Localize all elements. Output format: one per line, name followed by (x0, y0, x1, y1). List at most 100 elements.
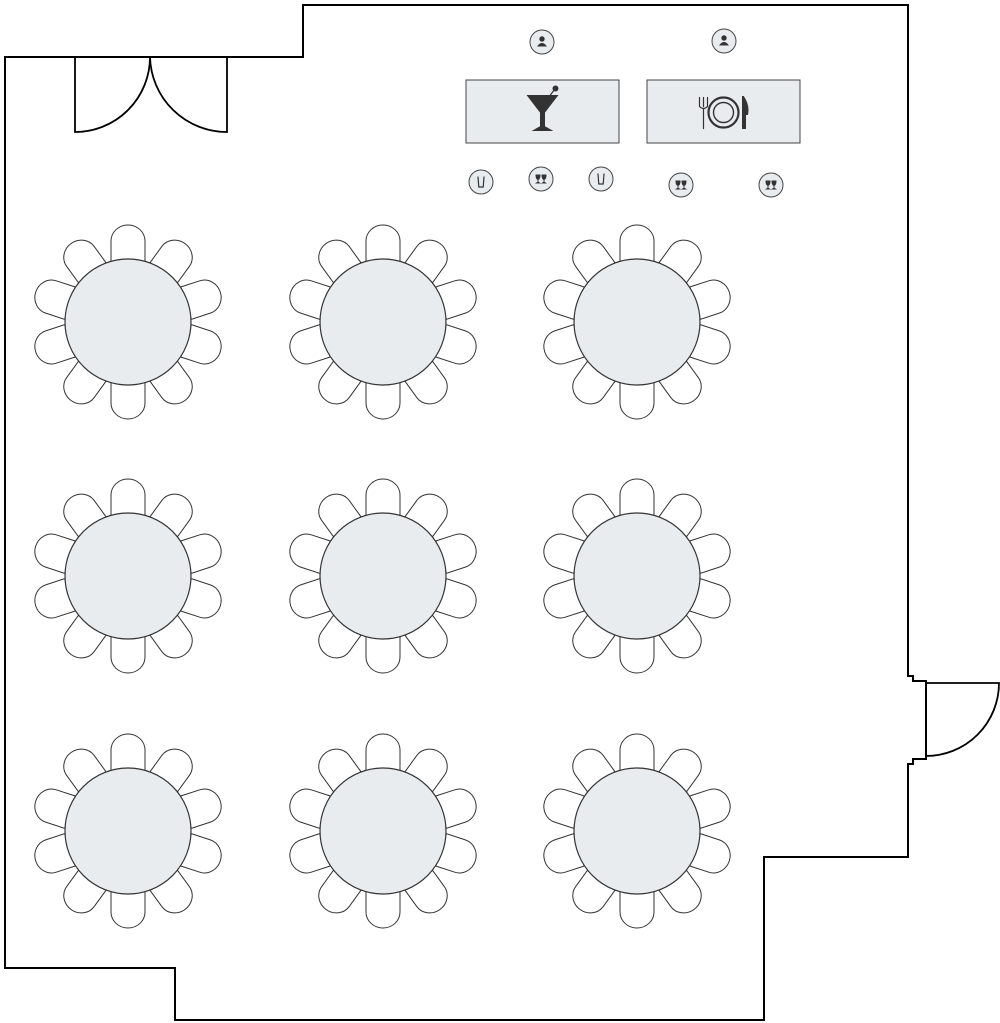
highball-glass-icon (477, 176, 485, 188)
chair (180, 324, 222, 365)
highball-glass-icon (597, 173, 605, 185)
plate-fork-knife-icon (698, 96, 749, 130)
chair (318, 360, 362, 405)
glass-1-marker[interactable] (468, 169, 494, 195)
round-table[interactable] (30, 224, 225, 420)
chair (619, 224, 655, 262)
chair (180, 533, 222, 574)
table-top (319, 767, 447, 895)
chair (365, 382, 401, 420)
chair (572, 869, 616, 914)
chair (180, 788, 222, 829)
wine-2-marker[interactable] (668, 172, 694, 198)
chair (435, 533, 477, 574)
chair (180, 279, 222, 320)
chair (619, 478, 655, 516)
chair (289, 279, 331, 320)
chair (658, 239, 702, 284)
chair (365, 733, 401, 771)
chair (689, 533, 731, 574)
chair (365, 636, 401, 674)
chair (619, 891, 655, 929)
table-top (64, 512, 192, 640)
chair (289, 324, 331, 365)
table-top (319, 258, 447, 386)
wine-1-marker[interactable] (528, 166, 554, 192)
glass-2-marker[interactable] (588, 166, 614, 192)
buffet-attendant-marker[interactable] (711, 28, 737, 54)
chair (572, 614, 616, 659)
chair (658, 493, 702, 538)
chair (289, 833, 331, 874)
chair (365, 224, 401, 262)
chair (572, 239, 616, 284)
chair (318, 239, 362, 284)
wine-glasses-icon (674, 180, 688, 190)
chair (110, 636, 146, 674)
service-stations (465, 79, 801, 144)
chair (689, 324, 731, 365)
chair (543, 279, 585, 320)
chair (63, 614, 107, 659)
service-markers (468, 166, 784, 198)
chair (543, 578, 585, 619)
chair (289, 533, 331, 574)
chair (572, 493, 616, 538)
chair (689, 279, 731, 320)
person-icon (536, 36, 548, 47)
round-table[interactable] (285, 224, 480, 420)
round-table[interactable] (539, 733, 734, 929)
round-table[interactable] (30, 733, 225, 929)
chair (34, 324, 76, 365)
round-table[interactable] (539, 224, 734, 420)
chair (110, 382, 146, 420)
chair (658, 869, 702, 914)
bar-attendant-marker[interactable] (529, 29, 555, 55)
chair (543, 833, 585, 874)
chair (149, 239, 193, 284)
chair (180, 578, 222, 619)
chair (404, 869, 448, 914)
chair (318, 748, 362, 793)
chair (658, 614, 702, 659)
chair (435, 788, 477, 829)
chair (435, 324, 477, 365)
chair (149, 614, 193, 659)
chair (404, 614, 448, 659)
wine-glasses-icon (764, 180, 778, 190)
room-walls (4, 4, 927, 1021)
wine-3-marker[interactable] (758, 172, 784, 198)
chair (572, 360, 616, 405)
round-table[interactable] (539, 478, 734, 674)
chair (619, 636, 655, 674)
chair (619, 382, 655, 420)
staff-markers (529, 28, 737, 55)
chair (619, 733, 655, 771)
chair (658, 748, 702, 793)
chair (63, 493, 107, 538)
main-double-door[interactable] (74, 56, 228, 133)
chair (689, 833, 731, 874)
chair (318, 614, 362, 659)
side-door[interactable] (925, 682, 1000, 757)
round-table[interactable] (30, 478, 225, 674)
chair (34, 833, 76, 874)
chair (404, 493, 448, 538)
chair (404, 360, 448, 405)
round-table[interactable] (285, 478, 480, 674)
chair (543, 324, 585, 365)
table-top (573, 767, 701, 895)
chair (543, 533, 585, 574)
person-icon (718, 35, 730, 46)
chair (180, 833, 222, 874)
buffet-station[interactable] (646, 79, 801, 144)
chair (404, 748, 448, 793)
wine-glasses-icon (534, 174, 548, 184)
chair (689, 578, 731, 619)
bar-station[interactable] (465, 79, 620, 144)
chair (318, 493, 362, 538)
table-top (573, 258, 701, 386)
chair (404, 239, 448, 284)
round-table[interactable] (285, 733, 480, 929)
chair (34, 533, 76, 574)
